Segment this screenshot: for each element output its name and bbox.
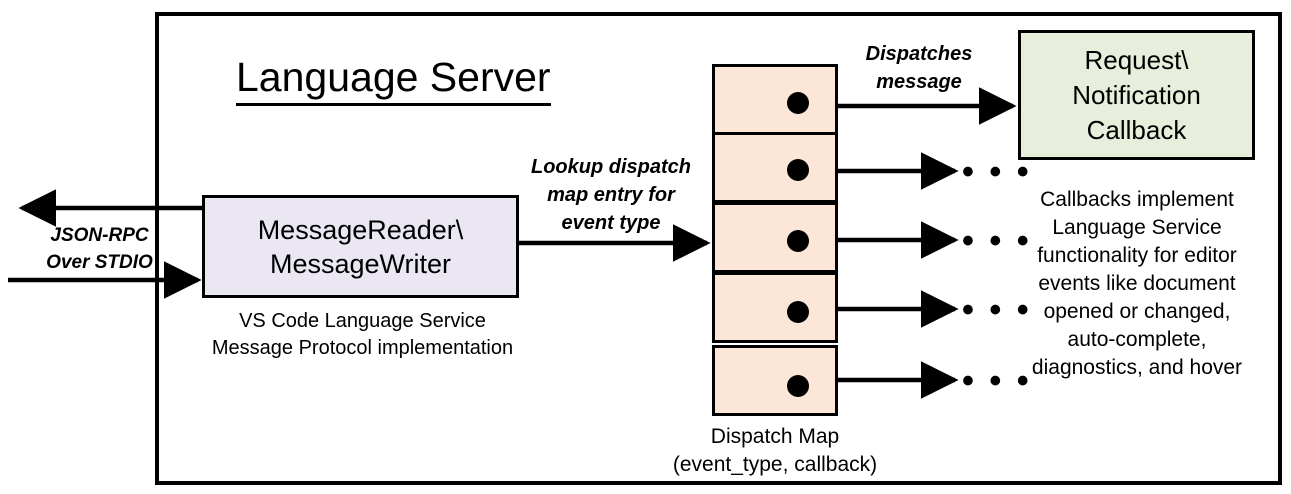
jsonrpc-label-line1: JSON-RPC: [50, 225, 149, 246]
dispatches-message-label: Dispatches message: [838, 40, 1000, 96]
message-io-caption-line1: VS Code Language Service: [239, 310, 486, 332]
callback-caption-line3: functionality for editor: [1037, 244, 1237, 267]
ellipsis-row-2: • • •: [962, 153, 1032, 191]
callback-box[interactable]: Request\ Notification Callback: [1018, 30, 1255, 160]
message-io-caption-line2: Message Protocol implementation: [211, 337, 514, 359]
message-io-box[interactable]: MessageReader\ MessageWriter: [202, 195, 519, 298]
jsonrpc-label-line2: Over STDIO: [46, 252, 153, 273]
dispatch-map-caption-line1: Dispatch Map: [710, 425, 840, 448]
dispatch-entry-dot: [787, 375, 809, 397]
table-row[interactable]: [712, 64, 838, 135]
language-server-boundary: [155, 12, 1282, 485]
table-row[interactable]: [712, 272, 838, 343]
lookup-dispatch-label: Lookup dispatch map entry for event type: [518, 153, 704, 237]
dispatch-label-line2: message: [876, 71, 962, 93]
dispatch-label-line1: Dispatches: [865, 43, 973, 65]
dispatch-map-table[interactable]: [712, 64, 838, 416]
message-io-line1: MessageReader\: [257, 214, 464, 245]
lookup-label-line2: map entry for: [547, 184, 675, 206]
lookup-label-line3: event type: [561, 212, 661, 234]
callback-caption-line2: Language Service: [1052, 216, 1222, 239]
callback-line2: Notification: [1072, 79, 1201, 110]
callback-caption: Callbacks implement Language Service fun…: [1006, 186, 1268, 382]
dispatch-entry-dot: [787, 92, 809, 114]
page-title: Language Server: [236, 52, 551, 106]
callback-caption-line1: Callbacks implement: [1040, 188, 1234, 211]
dispatch-map-caption: Dispatch Map (event_type, callback): [625, 423, 925, 479]
jsonrpc-channel-label: JSON-RPC Over STDIO: [32, 222, 167, 276]
dispatch-map-caption-line2: (event_type, callback): [672, 453, 878, 476]
lookup-label-line1: Lookup dispatch: [531, 156, 691, 178]
callback-caption-line5: opened or changed,: [1043, 300, 1231, 323]
message-io-caption: VS Code Language Service Message Protoco…: [190, 308, 535, 362]
callback-caption-line7: diagnostics, and hover: [1031, 356, 1243, 379]
callback-line3: Callback: [1086, 114, 1187, 145]
dispatch-entry-dot: [787, 230, 809, 252]
table-row[interactable]: [712, 345, 838, 416]
dispatch-entry-dot: [787, 301, 809, 323]
table-row[interactable]: [712, 132, 838, 203]
callback-line1: Request\: [1084, 44, 1189, 75]
dispatch-entry-dot: [787, 159, 809, 181]
callback-caption-line4: events like document: [1038, 272, 1236, 295]
callback-caption-line6: auto-complete,: [1067, 328, 1207, 351]
message-io-line2: MessageWriter: [269, 248, 452, 279]
table-row[interactable]: [712, 202, 838, 273]
